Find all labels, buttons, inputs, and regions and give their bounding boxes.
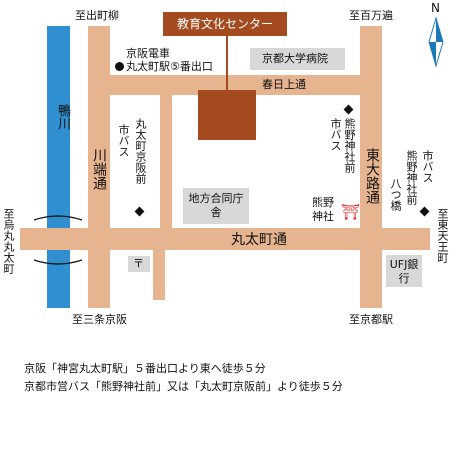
kasuga-road <box>110 75 360 95</box>
govt-building-block <box>183 188 249 224</box>
callout-pointer <box>226 36 228 90</box>
govt-building-label: 地方合同庁舎 <box>188 192 244 219</box>
to-kyoto-station: 至京都駅 <box>349 313 393 326</box>
marutamachi-road-label: 丸太町通 <box>231 232 287 248</box>
river-label: 鴨川 <box>55 104 70 130</box>
bus-stop-kumano-west: 熊野神社前 <box>343 118 356 173</box>
kumano-shrine-label: 熊野神社 <box>312 196 334 223</box>
station-dot-icon <box>115 62 124 71</box>
destination-building <box>198 90 256 140</box>
side-street-center <box>160 95 172 228</box>
to-hyakumanben: 至百万遍 <box>349 9 393 22</box>
higashioji-road-label: 東大路通 <box>364 148 380 204</box>
bus-stop-marutamachi-keihan-mae: 丸太町京阪前 <box>134 118 147 184</box>
destination-callout: 教育文化センター <box>163 12 287 36</box>
bus-label-kumano-west: 市バス <box>329 118 342 151</box>
torii-icon: ⛩ <box>341 203 361 221</box>
bus-stop-kumano-east: 熊野神社前 <box>405 150 418 205</box>
marutamachi-road <box>20 228 430 250</box>
bus-stop-diamond-icon <box>419 206 430 217</box>
to-demachiyanagi: 至出町柳 <box>75 9 119 22</box>
station-exit-label: 丸太町駅⑤番出口 <box>126 60 213 73</box>
to-karasuma-marutamachi: 至烏丸丸太町 <box>2 208 15 274</box>
bridge-marks <box>33 215 83 265</box>
bus-label-marutamachi: 市バス <box>117 124 130 157</box>
bank-block <box>386 255 422 287</box>
bus-stop-diamond-icon <box>134 206 145 217</box>
compass-north-label: N <box>431 1 440 15</box>
bus-stop-diamond-icon <box>343 104 354 115</box>
bank-label: UFJ銀行 <box>389 258 419 285</box>
post-office-block <box>128 256 150 272</box>
side-street-south <box>153 250 165 300</box>
to-higashitenno: 至東天王町 <box>436 208 449 263</box>
bus-label-kumano-east: 市バス <box>421 150 434 183</box>
keihan-line-label: 京阪電車 <box>126 47 170 60</box>
to-sanjo-keihan: 至三条京阪 <box>72 313 127 326</box>
kawabata-road-label: 川端通 <box>91 148 107 190</box>
caption-train: 京阪「神宮丸太町駅」５番出口より東へ徒歩５分 <box>24 362 266 375</box>
post-office-icon: 〒 <box>133 257 144 270</box>
kasuga-road-label: 春日上通 <box>262 78 306 91</box>
compass-arrow-icon <box>428 16 444 68</box>
caption-bus: 京都市営バス「熊野神社前」又は「丸太町京阪前」より徒歩５分 <box>24 380 343 393</box>
kyodai-hospital-label: 京都大学病院 <box>262 52 328 65</box>
yatsuhashi-label: 八つ橋 <box>389 178 402 211</box>
map-area: 教育文化センター 春日上通 川端通 東大路通 丸太町通 鴨川 至出町柳 至百万遍… <box>2 1 449 326</box>
kyodai-hospital-block <box>250 48 345 70</box>
